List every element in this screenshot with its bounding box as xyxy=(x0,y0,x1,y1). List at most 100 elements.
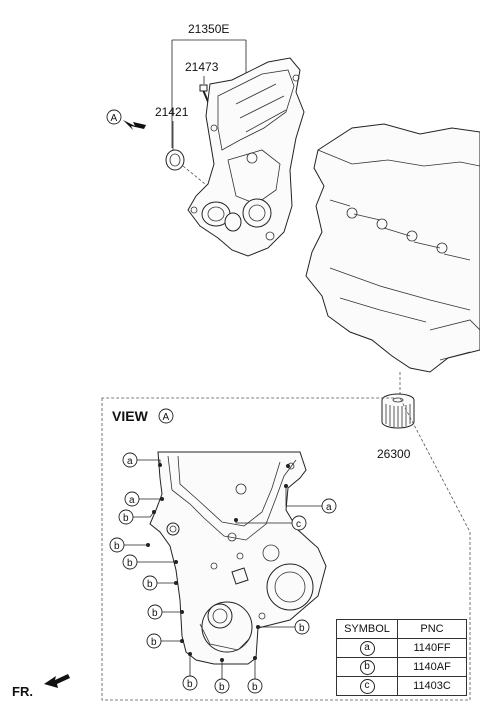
legend-header-symbol: SYMBOL xyxy=(336,619,398,639)
bolt-dot-c1 xyxy=(234,518,238,522)
sensor-mount xyxy=(231,567,249,585)
cover-hole-2 xyxy=(265,231,275,241)
oil-seal xyxy=(165,149,185,171)
direction-ref-circle xyxy=(106,109,122,125)
engine-block-top-edge xyxy=(317,149,480,167)
bolt-dot-b1 xyxy=(152,510,156,514)
water-pump-bore xyxy=(248,204,266,222)
callout-a: a xyxy=(321,498,337,514)
leader-a1 xyxy=(137,459,161,464)
cover-upper-rib xyxy=(217,69,295,151)
legend-header-pnc: PNC xyxy=(397,619,467,639)
cover-front-chain-guide-inner xyxy=(177,455,281,527)
view-ref-circle xyxy=(158,408,174,424)
view-direction-arrow: A xyxy=(106,109,146,130)
crank-seal-bore-front-inner xyxy=(212,608,228,624)
callout-b: b xyxy=(122,554,138,570)
bolt-dot-b7 xyxy=(188,652,192,656)
part-label-21421: 21421 xyxy=(155,105,189,119)
bolt-dot-b3 xyxy=(174,560,178,564)
front-label: FR. xyxy=(12,684,33,699)
tensioner-boss xyxy=(262,544,280,562)
view-frame xyxy=(101,397,471,701)
cover-front-hole-5 xyxy=(236,552,244,560)
oil-seal-inner xyxy=(169,153,181,167)
cam-bore xyxy=(235,483,247,495)
bolt-head xyxy=(199,84,208,92)
small-plug-inner xyxy=(169,525,177,533)
callout-b: b xyxy=(214,678,230,694)
svg-text:b: b xyxy=(252,682,258,693)
bolt-markers xyxy=(146,463,290,662)
callout-b: b xyxy=(182,675,198,691)
legend-symbol: b xyxy=(359,659,375,675)
crank-seal-bore-inner xyxy=(207,206,225,222)
water-pump-boss xyxy=(242,198,272,228)
timing-chain-cover xyxy=(187,57,305,257)
callout-a: a xyxy=(122,452,138,468)
svg-text:a: a xyxy=(326,502,332,513)
svg-text:a: a xyxy=(129,495,135,506)
legend-header-row: SYMBOL PNC xyxy=(336,619,467,639)
symbol-pnc-table: SYMBOL PNC a 1140FF b 1140AF c 11403C xyxy=(336,619,467,696)
svg-text:b: b xyxy=(187,679,193,690)
bolt-dot-a3 xyxy=(284,484,288,488)
cover-front-chain-guide xyxy=(167,455,297,541)
direction-ref-letter: A xyxy=(111,113,118,124)
svg-text:b: b xyxy=(299,623,305,634)
direction-arrow-icon xyxy=(123,120,146,130)
legend-symbol: a xyxy=(359,640,375,656)
bolt-dot-b6 xyxy=(180,639,184,643)
callout-leaders xyxy=(124,459,322,679)
water-pump-flange xyxy=(266,563,314,611)
oil-filter-26300: 26300 xyxy=(377,393,415,461)
small-plug xyxy=(166,522,180,536)
callout-b: b xyxy=(294,619,310,635)
front-arrow-icon xyxy=(44,674,70,688)
legend-row: b 1140AF xyxy=(336,657,467,677)
cover-hole-5 xyxy=(210,124,218,132)
legend-row: c 11403C xyxy=(336,676,467,696)
svg-text:c: c xyxy=(296,519,301,530)
part-label-26300: 26300 xyxy=(377,447,411,461)
svg-text:b: b xyxy=(114,541,120,552)
bolt-dot-b10 xyxy=(256,625,260,629)
legend-pnc: 11403C xyxy=(397,676,467,696)
engine-block-hole-3 xyxy=(406,230,418,242)
svg-text:a: a xyxy=(127,456,133,467)
seal-21421-group: 21421 xyxy=(155,105,211,189)
callout-b: b xyxy=(146,633,162,649)
engine-block-lower-lines xyxy=(429,319,480,361)
view-ref-letter: A xyxy=(163,412,170,423)
legend-row: a 1140FF xyxy=(336,638,467,658)
part-label-21350E: 21350E xyxy=(188,22,229,36)
callout-b: b xyxy=(142,575,158,591)
engine-block-hole-1 xyxy=(346,207,358,219)
cover-rib-lines xyxy=(235,83,287,133)
cover-front-hole-3 xyxy=(258,612,266,620)
svg-text:b: b xyxy=(127,558,133,569)
callout-b: b xyxy=(247,678,263,694)
engine-block-hole-2 xyxy=(376,218,388,230)
cover-mid-pocket xyxy=(227,149,281,205)
seal-install-line xyxy=(182,165,211,189)
bolt-dot-b4 xyxy=(174,581,178,585)
cover-hole-3 xyxy=(190,206,198,214)
cover-hole-1 xyxy=(246,152,258,164)
oil-pump-boss xyxy=(224,212,242,232)
legend-symbol: c xyxy=(359,678,375,694)
leader-a3 xyxy=(285,486,322,507)
water-pump-opening xyxy=(274,571,306,603)
callout-b: b xyxy=(147,604,163,620)
oil-pump-rib xyxy=(199,623,251,651)
svg-text:b: b xyxy=(151,637,157,648)
engine-block-hole-4 xyxy=(436,242,448,254)
crank-seal-bore-front xyxy=(207,603,233,629)
cover-front-hole-2 xyxy=(210,562,218,570)
engine-block-outline xyxy=(305,123,480,373)
callout-b: b xyxy=(118,509,134,525)
bolt-dot-b8 xyxy=(220,658,224,662)
part-label-21473: 21473 xyxy=(185,60,219,74)
engine-block xyxy=(305,123,480,396)
cover-front-view xyxy=(149,451,327,665)
